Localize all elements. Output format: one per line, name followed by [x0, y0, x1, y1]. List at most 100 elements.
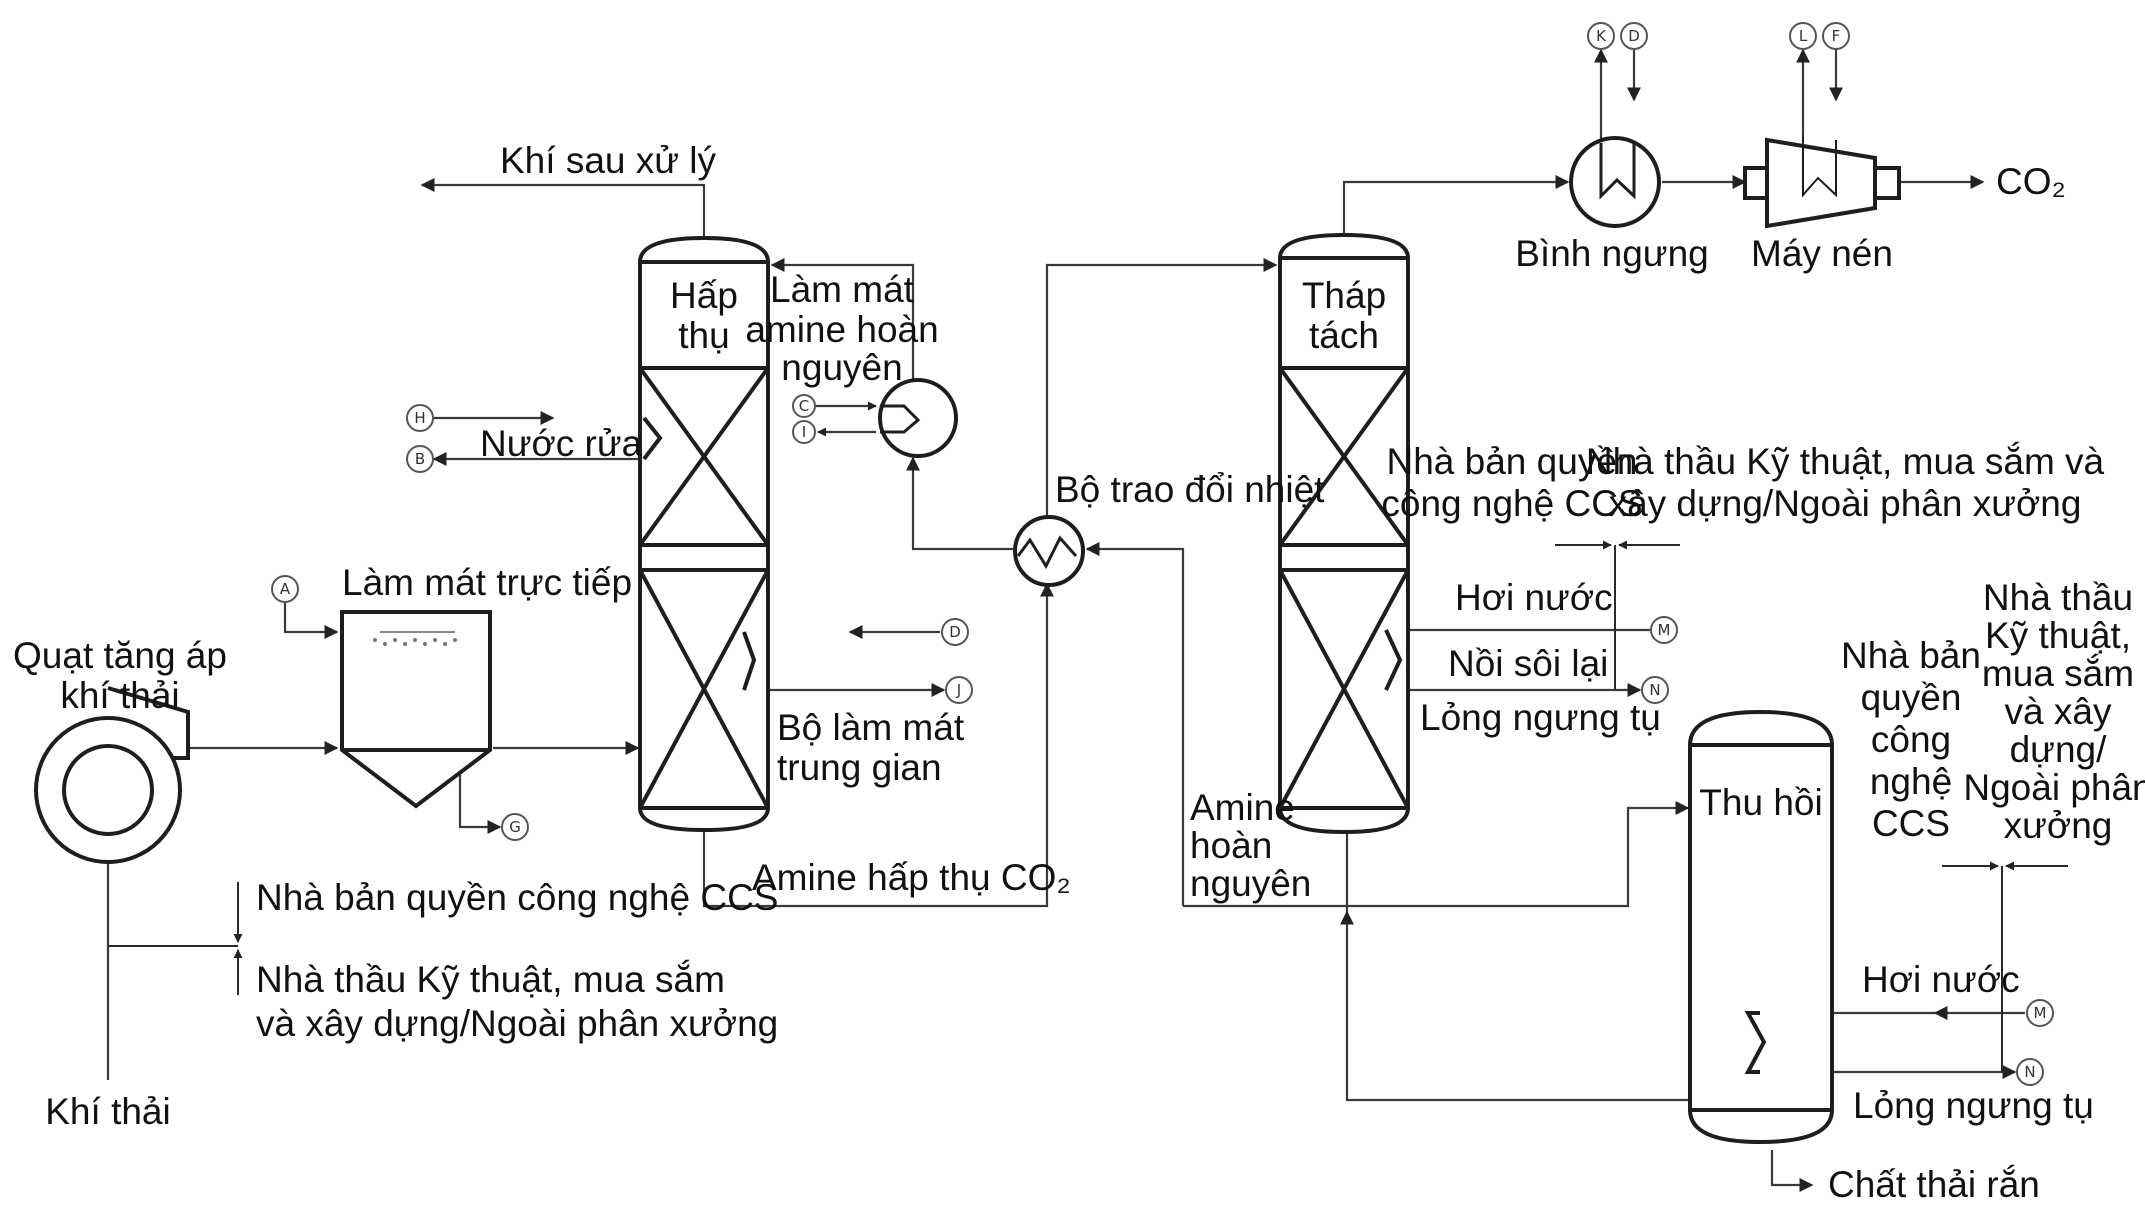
connector-k: K [1587, 22, 1615, 50]
connector-h: H [406, 404, 434, 432]
connector-m-stripper: M [1650, 616, 1678, 644]
label-ccs-licensor-1: Nhà bản quyền [1387, 441, 1638, 482]
process-lines [101, 48, 2025, 1192]
connector-a: A [271, 575, 299, 603]
label-lean-cool-3: nguyên [781, 347, 902, 388]
connector-n-reclaimer: N [2016, 1058, 2044, 1086]
connector-i: I [792, 420, 816, 444]
label-flue-gas: Khí thải [45, 1091, 170, 1132]
solid-waste-line [1770, 1150, 1814, 1192]
label-intercooler-2: trung gian [777, 747, 942, 788]
compressor-coil [1802, 135, 1837, 198]
connector-m-reclaimer: M [2026, 999, 2054, 1027]
lean-amine-cooler-coil [880, 404, 921, 434]
stripper-column [1278, 232, 1410, 835]
label-right-epc-5: dựng/ [2010, 729, 2108, 770]
label-booster-fan-1: Quạt tăng áp [13, 635, 227, 676]
svg-text:J: J [956, 681, 961, 699]
label-reboiler: Nồi sôi lại [1448, 643, 1608, 684]
label-right-licensor-4: nghệ [1870, 761, 1952, 802]
compressor-body [1765, 137, 1877, 229]
wash-water-coil [642, 416, 663, 461]
reclaimer-vessel [1688, 709, 1834, 1145]
svg-text:D: D [1628, 27, 1640, 45]
label-condenser: Bình ngưng [1515, 233, 1708, 274]
svg-text:D: D [949, 623, 961, 641]
label-co2: CO₂ [1996, 161, 2066, 202]
label-condensate: Lỏng ngưng tụ [1420, 697, 1661, 738]
compressor [1743, 135, 1901, 229]
svg-text:M: M [2034, 1004, 2047, 1022]
rich-amine-line [702, 582, 1054, 908]
connector-d-top: D [1620, 22, 1648, 50]
label-reclaimer: Thu hồi [1699, 782, 1822, 823]
spray-nozzles [373, 631, 457, 646]
label-treated-gas: Khí sau xử lý [500, 140, 717, 181]
label-right-licensor-2: quyền [1861, 677, 1962, 718]
label-direct-cooling: Làm mát trực tiếp [342, 562, 632, 603]
direct-cooler-vessel [340, 610, 492, 809]
heat-exchanger-body [1013, 515, 1085, 587]
lean-amine-return-line [770, 258, 915, 395]
hx-to-stripper-line [1045, 258, 1278, 518]
heat-exchanger-coil [1016, 535, 1078, 570]
cooler-to-g-line [458, 765, 502, 834]
svg-text:N: N [2024, 1063, 2035, 1081]
label-intercooler-1: Bộ làm mát [777, 707, 965, 748]
compressor-outlet-nozzle [1873, 166, 1901, 200]
stripper-to-reclaimer-line [1183, 801, 1690, 908]
booster-fan-impeller [62, 744, 154, 836]
connector-b: B [406, 445, 434, 473]
absorber-packing-2b [638, 569, 770, 809]
a-to-cooler-line [283, 602, 339, 639]
label-right-licensor-5: CCS [1872, 803, 1950, 844]
direct-cooler [340, 610, 492, 809]
svg-text:N: N [1649, 681, 1660, 699]
label-epc-1: Nhà thầu Kỹ thuật, mua sắm và [1586, 441, 2105, 482]
svg-text:F: F [1832, 27, 1841, 45]
connectors: K D L F H B C I A G D J M N M N [271, 22, 2054, 1086]
booster-fan [34, 686, 190, 864]
stripper-packing-2b [1278, 569, 1410, 809]
absorber-column [638, 235, 770, 833]
label-right-licensor-1: Nhà bản [1841, 635, 1981, 676]
stripper-packing-1b [1278, 366, 1410, 547]
label-rich-amine: Amine hấp thụ CO₂ [752, 857, 1071, 898]
connector-l: L [1789, 22, 1817, 50]
label-epc-2: xây dựng/Ngoài phân xưởng [1609, 483, 2082, 524]
label-lean-amine-3: nguyên [1190, 863, 1311, 904]
label-ccs-licensor-2: công nghệ CCS [1381, 483, 1642, 524]
connector-j: J [945, 676, 973, 704]
label-stripper-2: tách [1309, 315, 1379, 356]
svg-text:B: B [415, 450, 425, 468]
svg-text:K: K [1596, 27, 1607, 45]
connector-c: C [792, 394, 816, 418]
condenser-coil [1599, 143, 1636, 200]
absorber-packing-1b [638, 366, 770, 547]
treated-gas-line [420, 178, 706, 238]
svg-text:M: M [1658, 621, 1671, 639]
label-solid-waste: Chất thải rắn [1828, 1164, 2040, 1205]
label-absorber-2: thụ [678, 315, 729, 356]
label-lean-cool-2: amine hoàn [745, 309, 938, 350]
heat-exchanger [1013, 515, 1085, 587]
label-right-epc-6: Ngoài phân [1963, 767, 2145, 808]
label-bottom-licensor: Nhà bản quyền công nghệ CCS [256, 877, 778, 918]
label-wash-water: Nước rửa [480, 423, 643, 464]
label-bottom-epc-2: và xây dựng/Ngoài phân xưởng [256, 1003, 778, 1044]
svg-text:C: C [799, 397, 809, 415]
label-right-epc-7: xưởng [2004, 805, 2113, 846]
label-absorber: Hấp [670, 275, 738, 316]
label-booster-fan-2: khí thải [60, 675, 179, 716]
svg-text:I: I [802, 423, 806, 441]
connector-d-mid: D [941, 618, 969, 646]
svg-text:L: L [1799, 27, 1808, 45]
connector-f: F [1822, 22, 1850, 50]
labels: Khí sau xử lý Hấp thụ Làm mát amine hoàn… [13, 140, 2145, 1205]
label-stripper-1: Tháp [1302, 275, 1386, 316]
condenser [1569, 136, 1661, 228]
label-heat-exchanger: Bộ trao đổi nhiệt [1055, 469, 1325, 510]
lean-amine-cooler [878, 378, 958, 458]
intercooler-coil [742, 631, 757, 691]
